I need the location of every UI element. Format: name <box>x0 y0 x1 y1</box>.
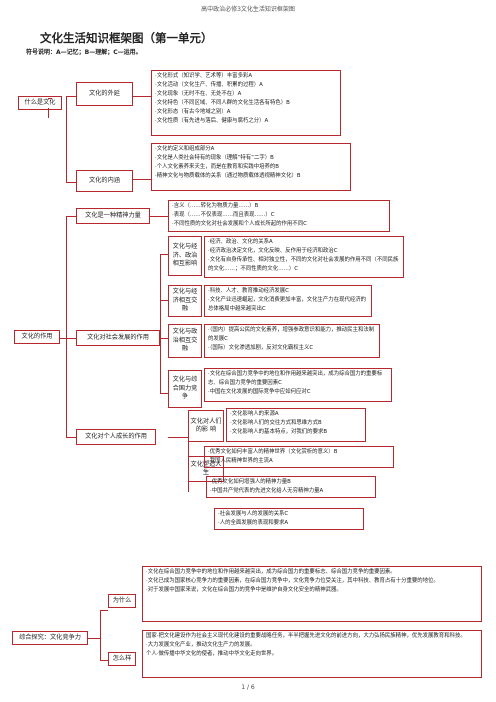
list-spiritual-force: ·含义（……转化为物质力量……）B ·表现（……不仅表现……而且表现……）C ·… <box>168 200 390 232</box>
root-what-is-culture: 什么是文化 <box>18 96 62 110</box>
root-cultural-competitiveness: 综合探究：文化竞争力 <box>12 631 88 645</box>
list-connotation: ·文化的定义和组成部分A ·文化是人类社会特有的现象（理解“特有”二字）B ·个… <box>151 143 351 191</box>
connector-line <box>168 437 188 438</box>
list-item: ·文化特色（不同区域、不同人群的文化生活各有特色）B <box>155 99 290 106</box>
branch-extension: 文化的外延 <box>76 82 133 106</box>
root-role-of-culture: 文化的作用 <box>14 330 60 344</box>
list-item: ·中国在文化发展的国际竞争中应如何应对C <box>208 388 311 395</box>
label-how: 怎么样 <box>108 652 136 666</box>
connector-line <box>160 254 168 255</box>
list-item: ·文化形态（有古今地域之别）A <box>155 108 231 115</box>
list-shape-life: ·优秀文化如何增强人的精神力量B ·中国共产党代表的先进文化给人无穷精神力量A <box>206 476 376 498</box>
list-spiritual-world: ·优秀文化如何丰富人的精神世界（文化赏析的意义）B ·我国人民精神世界的主流A <box>204 446 394 468</box>
list-item: ·文化有自身传承性、相对独立性，不同的文化对社会发展的作用不同（不同民族的文化…… <box>208 256 399 272</box>
list-item: 国家·把文化建设作为社会主义现代化建设的重要战略任务，半半把握先进文化的前进方向… <box>146 633 466 639</box>
label-why: 为什么 <box>108 594 136 608</box>
list-item: 个人·做传播中华文化的使者，推动中华文化走向世界。 <box>146 650 278 657</box>
connector-line <box>66 437 76 438</box>
list-item: ·（国际）文化渗透加剧，反对文化霸权主义C <box>208 344 314 351</box>
list-why: ·文化在综合国力竞争中的地位和作用越来越突出，成为综合国力的重要标志、综合国力竞… <box>142 566 482 622</box>
page-title: 文化生活知识框架图（第一单元） <box>40 31 213 45</box>
list-item: ·中国共产党代表的先进文化给人无穷精神力量A <box>210 487 324 494</box>
list-item: ·个人文化素养来天生，而是在教育和实践中培养的B <box>155 163 280 170</box>
connector-line <box>60 338 76 339</box>
label-politics-blend: 文化与政治相互交融 <box>168 324 202 358</box>
list-item: ·精神文化与物质载体的关系（通过物质载体透视精神文化）B <box>155 172 301 179</box>
list-item: ·大力发展文化产业，推动文化生产力的发展。 <box>146 641 256 648</box>
list-item: ·文化在综合国力竞争中的地位和作用越来越突出，成为综合国力的重要标志、综合国力竞… <box>146 569 396 575</box>
list-item: ·含义（……转化为物质力量……）B <box>172 203 259 209</box>
connector-line <box>100 610 101 660</box>
list-item: ·文化现象（无时不在、无处不在）A <box>155 90 242 97</box>
label-national-power: 文化与综合国力竞争 <box>168 370 202 408</box>
connector-line <box>160 254 161 394</box>
list-item: ·文化在综合国力竞争中的地位和作用越来越突出，成为综合国力的重要标志、综合国力竞… <box>208 371 383 386</box>
list-item: ·文化影响人的基本特点，对我们的要求B <box>230 428 328 435</box>
list-economy-blend: ·科技、人才、教育推动经济发展C ·文化产业迅速崛起，文化消费更加丰富，文化生产… <box>204 285 372 317</box>
list-item: ·文化活动（文化生产、传播、积累的过程）A <box>155 81 263 88</box>
connector-line <box>48 108 49 118</box>
list-item: ·表现（……不仅表现……而且表现……）C <box>172 211 275 218</box>
connector-line <box>66 182 76 183</box>
list-item: ·文化影响人们的交往方式和思维方式B <box>230 419 322 426</box>
branch-connotation: 文化的内涵 <box>76 170 133 192</box>
list-human-development: ·社会发展与人的发展的关系C ·人的全面发展的表现和要求A <box>214 508 364 530</box>
list-item: ·人的全面发展的表现和要求A <box>218 519 289 526</box>
list-item: ·不同性质的文化对社会发展和个人成长所起的作用不同C <box>172 220 307 227</box>
list-item: ·优秀文化如何丰富人的精神世界（文化赏析的意义）B <box>208 449 338 455</box>
list-economy-politics: ·经济、政治、文化的关系A ·经济政治决定文化，文化反映、反作用于经济和政治C … <box>204 236 404 278</box>
label-influence: 文化对人们的影 响 <box>188 410 224 442</box>
connector-line <box>150 216 168 217</box>
list-politics-blend: ·（国内）提高公民的文化素养，增强参政意识和能力，推动民主和法制的发展C ·（国… <box>204 324 380 358</box>
list-item: ·文化影响人的来源A <box>230 411 279 417</box>
list-item: ·优秀文化如何增强人的精神力量B <box>210 479 291 485</box>
list-item: ·文化产业迅速崛起，文化消费更加丰富，文化生产力在现代经济的总体格局中越来越突出… <box>208 296 367 312</box>
list-item: ·文化是人类社会特有的现象（理解“特有”二字）B <box>155 154 274 161</box>
page-header: 高中政治必修3文化生活知识框架图 <box>201 6 295 13</box>
label-economy-politics: 文化与经济、政治相互影响 <box>168 236 202 276</box>
branch-spiritual-force: 文化是一种精神力量 <box>76 208 150 224</box>
list-national-power: ·文化在综合国力竞争中的地位和作用越来越突出，成为综合国力的重要标志、综合国力竞… <box>204 368 392 402</box>
list-item: ·（国内）提高公民的文化素养，增强参政意识和能力，推动民主和法制的发展C <box>208 327 375 342</box>
symbol-legend: 符号说明：A—记忆；B—理解；C—运用。 <box>26 49 142 56</box>
list-item: ·社会发展与人的发展的关系C <box>218 511 289 517</box>
list-influence: ·文化影响人的来源A ·文化影响人们的交往方式和思维方式B ·文化影响人的基本特… <box>226 408 366 442</box>
connector-line <box>100 660 108 661</box>
connector-line <box>66 216 76 217</box>
connector-line <box>66 96 76 97</box>
label-economy-blend: 文化与经济相互交融 <box>168 285 202 317</box>
connector-line <box>66 96 67 182</box>
list-extension: ·文化形式（知识学、艺术等）丰富多彩A ·文化活动（文化生产、传播、积累的过程）… <box>151 70 341 136</box>
connector-line <box>160 300 168 301</box>
connector-line <box>100 610 108 611</box>
list-item: ·科技、人才、教育推动经济发展C <box>208 288 289 294</box>
connector-line <box>160 393 168 394</box>
connector-line <box>48 98 52 99</box>
branch-personal-growth: 文化对个人成长的作用 <box>76 429 156 445</box>
list-item: ·文化已成为国家核心竞争力的重要因素，在综合国力竞争中，文化竞争力位受关注，其中… <box>146 577 439 584</box>
list-how: 国家·把文化建设作为社会主义现代化建设的重要战略任务，半半把握先进文化的前进方向… <box>142 630 482 678</box>
list-item: ·对于发展中国家来说，文化在综合国力的竞争中是维护自身文化安全的精神武器。 <box>146 586 342 593</box>
connector-line <box>88 638 100 639</box>
page-number: 1 / 6 <box>241 684 255 691</box>
list-item: ·经济政治决定文化，文化反映、反作用于经济和政治C <box>208 247 338 254</box>
connector-line <box>133 96 151 97</box>
connector-line <box>133 179 151 180</box>
list-item: ·经济、政治、文化的关系A <box>208 239 273 245</box>
branch-social-development: 文化对社会发展的作用 <box>76 330 160 346</box>
list-item: ·我国人民精神世界的主流A <box>208 457 273 464</box>
list-item: ·文化的定义和组成部分A <box>155 146 215 152</box>
list-item: ·文化形式（知识学、艺术等）丰富多彩A <box>155 73 253 79</box>
list-item: ·文化性质（有先进与落后、健康与腐朽之分）A <box>155 117 269 124</box>
connector-line <box>66 216 67 438</box>
connector-line <box>160 338 168 339</box>
